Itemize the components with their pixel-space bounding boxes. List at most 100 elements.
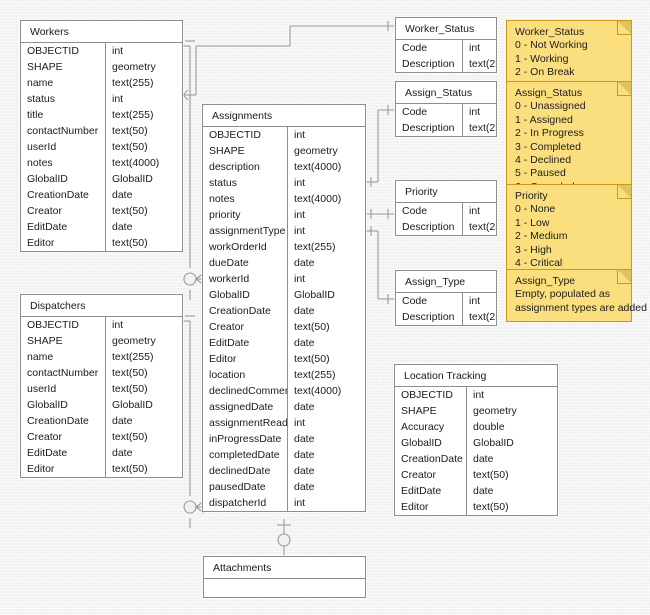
field-type: date — [112, 221, 133, 233]
field-name: Description — [396, 309, 463, 325]
note-line: Empty, populated as — [515, 288, 610, 301]
field-name: Accuracy — [395, 419, 467, 435]
field-name: status — [21, 91, 106, 107]
table-row: userId text(50) — [21, 381, 182, 397]
field-type: date — [294, 433, 315, 445]
field-name: Creator — [395, 467, 467, 483]
field-name: Code — [396, 40, 463, 56]
table-row: name text(255) — [21, 75, 182, 91]
field-name: userId — [21, 381, 106, 397]
field-type: text(50) — [294, 321, 330, 333]
note-line: 4 - Declined — [515, 154, 572, 167]
field-type: date — [294, 401, 315, 413]
field-type: int — [469, 106, 481, 118]
entity-attachments[interactable]: Attachments — [203, 556, 366, 598]
table-row: OBJECTID int — [395, 387, 557, 403]
table-row: description text(4000) — [203, 159, 365, 175]
note-line: 1 - Assigned — [515, 113, 573, 126]
field-name: notes — [21, 155, 106, 171]
note-title: Worker_Status — [515, 26, 585, 38]
field-name: priority — [203, 207, 288, 223]
field-name: OBJECTID — [395, 387, 467, 403]
note-title: Assign_Type — [515, 275, 576, 287]
note-line: 2 - On Break — [515, 66, 575, 79]
field-type: date — [294, 257, 315, 269]
field-type: date — [294, 465, 315, 477]
field-name: EditDate — [21, 445, 106, 461]
field-name: SHAPE — [21, 59, 106, 75]
field-type: int — [473, 389, 485, 401]
entity-title-dispatchers: Dispatchers — [21, 295, 182, 317]
field-name: description — [203, 159, 288, 175]
field-name: name — [21, 75, 106, 91]
field-name: SHAPE — [203, 143, 288, 159]
field-name: contactNumber — [21, 365, 106, 381]
field-name: contactNumber — [21, 123, 106, 139]
field-name: assignedDate — [203, 399, 288, 415]
field-type: GlobalID — [473, 437, 514, 449]
field-name: declinedDate — [203, 463, 288, 479]
field-name: EditDate — [395, 483, 467, 499]
field-type: int — [294, 177, 306, 189]
entity-title-attachments: Attachments — [204, 557, 365, 579]
field-name: assignmentRead — [203, 415, 288, 431]
note-line: 3 - Completed — [515, 140, 581, 153]
field-type: text(255) — [112, 77, 154, 89]
field-name: CreationDate — [21, 187, 106, 203]
field-name: inProgressDate — [203, 431, 288, 447]
entity-title-assign-status: Assign_Status — [396, 82, 496, 104]
field-type: text(4000) — [294, 161, 342, 173]
field-name: title — [21, 107, 106, 123]
note-fold-corner-icon — [617, 270, 631, 284]
field-name: OBJECTID — [21, 43, 106, 59]
field-type: text(4000) — [294, 385, 342, 397]
field-type: date — [112, 447, 133, 459]
field-type: text(50) — [473, 501, 509, 513]
note-line: 4 - Critical — [515, 257, 563, 270]
table-row: inProgressDate date — [203, 431, 365, 447]
field-name: Editor — [21, 461, 106, 477]
field-type: text(50) — [112, 383, 148, 395]
field-type: text(255) — [112, 351, 154, 363]
field-type: int — [112, 319, 124, 331]
field-type: text(50) — [112, 463, 148, 475]
field-name: Creator — [21, 429, 106, 445]
entity-title-priority: Priority — [396, 181, 496, 203]
table-row: declinedDate date — [203, 463, 365, 479]
note-line: assignment types are added — [515, 301, 647, 314]
field-type: text(255) — [294, 369, 336, 381]
note-line: 0 - Unassigned — [515, 100, 586, 113]
field-type: GlobalID — [112, 173, 153, 185]
table-row: Editor text(50) — [21, 461, 182, 477]
entity-assign-status[interactable]: Assign_Status CodeintDescriptiontext(255… — [395, 81, 497, 137]
field-type: date — [112, 415, 133, 427]
entity-worker-status[interactable]: Worker_Status CodeintDescriptiontext(255… — [395, 17, 497, 73]
field-type: text(50) — [112, 125, 148, 137]
